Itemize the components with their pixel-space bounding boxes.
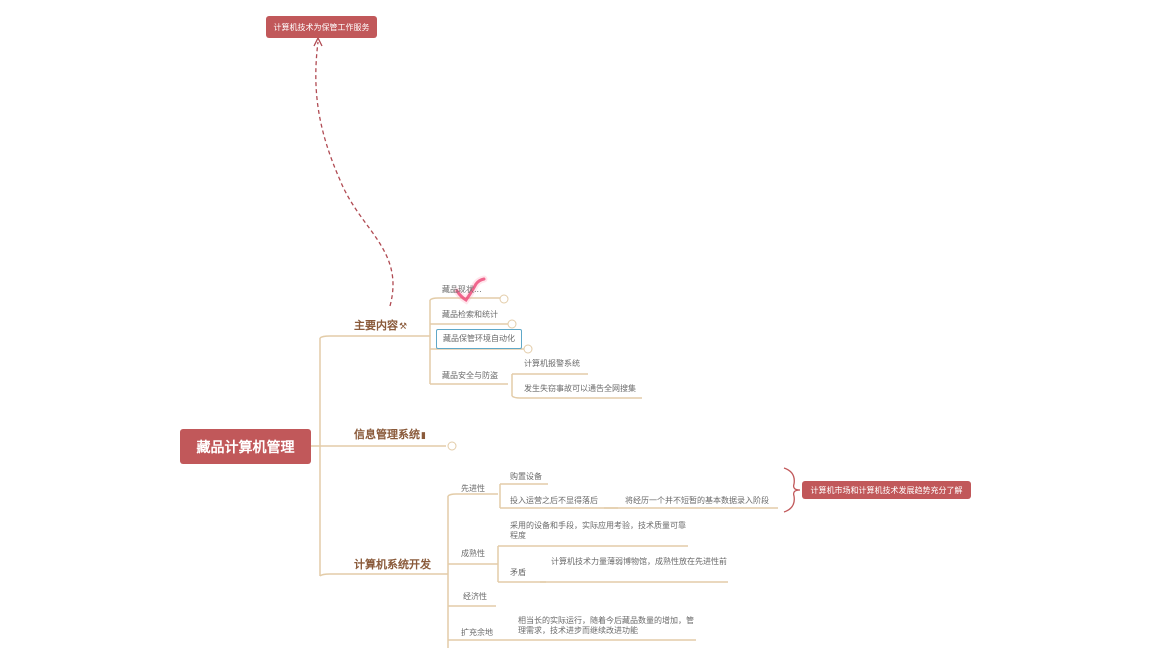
topic-not-outdated[interactable]: 投入运营之后不显得落后 (510, 496, 598, 505)
topic-expansion[interactable]: 扩充余地 (461, 628, 493, 637)
topic-search-stats[interactable]: 藏品检索和统计 (442, 310, 498, 319)
topic-advanced[interactable]: 先进性 (461, 484, 485, 493)
branch-info-system[interactable]: 信息管理系统▮ (354, 426, 426, 442)
branch-info-system-label: 信息管理系统 (354, 428, 420, 441)
branch-system-dev-label: 计算机系统开发 (354, 558, 431, 571)
relationship-dashed-curve (315, 41, 394, 307)
root-topic[interactable]: 藏品计算机管理 (180, 429, 311, 464)
line-child1 (429, 297, 500, 301)
topic-tested-equipment[interactable]: 采用的设备和手段，实际应用考验，技术质量可靠程度 (510, 521, 686, 540)
topic-economy[interactable]: 经济性 (463, 592, 487, 601)
topic-purchase-equipment[interactable]: 购置设备 (510, 472, 542, 481)
branch-system-dev[interactable]: 计算机系统开发 (354, 556, 431, 572)
summary-topic[interactable]: 计算机市场和计算机技术发展趋势充分了解 (802, 481, 971, 499)
floating-topic[interactable]: 计算机技术为保管工作服务 (266, 16, 377, 38)
summary-brace (783, 467, 801, 513)
line-advanced (447, 493, 498, 497)
phone-icon: ▮ (421, 431, 426, 441)
topic-environment-automation[interactable]: 藏品保管环境自动化 (443, 334, 515, 343)
branch-main-content[interactable]: 主要内容⚒ (354, 317, 407, 333)
topic-contradiction[interactable]: 矛盾 (510, 568, 526, 577)
topic-long-term-operation[interactable]: 相当长的实际运行，随着今后藏品数量的增加，管理需求，技术进步而继续改进功能 (518, 616, 694, 635)
topic-alarm-system[interactable]: 计算机报警系统 (524, 359, 580, 368)
dev-branch-line (319, 573, 448, 577)
root-topic-label: 藏品计算机管理 (196, 439, 295, 456)
topic-theft-notice[interactable]: 发生失窃事故可以通告全网搜集 (524, 384, 636, 393)
selected-topic-frame[interactable] (436, 329, 522, 349)
relationship-arrowhead (313, 36, 323, 47)
branch-main-content-label: 主要内容 (354, 319, 398, 332)
topic-data-entry-phase[interactable]: 将经历一个并不短暂的基本数据录入阶段 (625, 496, 769, 505)
summary-topic-label: 计算机市场和计算机技术发展趋势充分了解 (810, 485, 963, 495)
topic-maturity[interactable]: 成熟性 (461, 549, 485, 558)
floating-topic-label: 计算机技术为保管工作服务 (273, 22, 370, 32)
topic-security[interactable]: 藏品安全与防盗 (442, 371, 498, 380)
topic-collection-status[interactable]: 藏品现状... (442, 285, 482, 294)
topic-maturity-before-advanced[interactable]: 计算机技术力量薄弱博物馆，成熟性放在先进性前 (551, 557, 727, 566)
main-branch-line (319, 335, 428, 339)
checkmark-annotation (455, 277, 486, 302)
tools-icon: ⚒ (399, 322, 408, 332)
